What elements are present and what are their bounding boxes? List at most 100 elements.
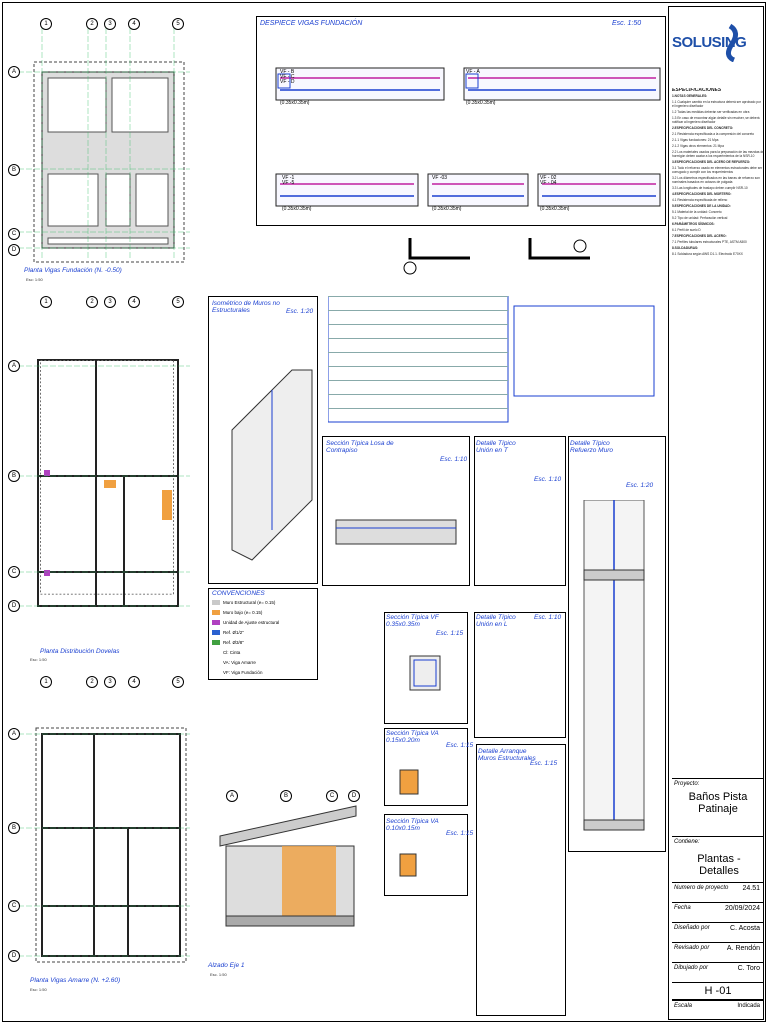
axis-bubble: D [8,244,20,256]
alzado-drawing [219,805,357,927]
axis-bubble: 2 [86,296,98,308]
isometric-drawing [231,369,313,561]
beam-section: (0.35x0.35m) [466,100,496,106]
project-block: Proyecto: Baños Pista Patinaje [672,778,764,836]
axis-bubble: B [8,164,20,176]
axis-bubble: A [8,66,20,78]
convention-swatch [212,620,220,626]
union-l-scale: Esc. 1:10 [534,614,562,621]
convention-swatch [212,600,220,606]
spec-line: 1.3 En caso de encontrar algún detalle s… [672,116,760,124]
axis-bubble: C [8,228,20,240]
convention-text: Ref. Ø1/2" [223,630,244,635]
convention-swatch [212,650,220,655]
spec-line: 4.1 Resistencia especificada de relleno [672,198,728,202]
losa-drawing [335,519,457,545]
axis-bubble: 5 [172,18,184,30]
isometric-panel [208,296,318,584]
spec-line: 6.1 Perfil de suelo D [672,228,701,232]
spec-line: 2.1 Resistencia especificada a la compre… [672,132,755,136]
spec-line: 8.1 Soldadura según AWS D1.1. Electrodo … [672,252,743,256]
axis-bubble: C [8,566,20,578]
axis-bubble: 3 [104,676,116,688]
convention-item: Cl: Cinta [212,650,240,655]
company-logo: SOLUSING [672,22,762,63]
title-block-border [668,6,764,1020]
title-block-label: Revisado por [674,945,710,951]
despiece-scale: Esc. 1:50 [612,20,642,27]
title-block-value: C. Toro [737,965,760,972]
title-block-row: Revisado por A. Rendón [672,942,764,962]
axis-bubble: 5 [172,296,184,308]
spec-line: 5.ESPECIFICACIONES DE LA UNIDAD: [672,204,731,208]
axis-bubble: D [8,950,20,962]
beam-vf-1-5 [275,173,419,207]
table-row-line [328,296,508,297]
despiece-drawings [275,67,661,207]
axis-bubble: D [348,790,360,802]
beam-section: (0.35x0.35m) [432,206,462,212]
spec-line: 3.1 Todo el refuerzo usado en elementos … [672,166,763,174]
spec-line: 3.ESPECIFICACIONES DEL ACERO DE REFUERZO… [672,160,751,164]
vf-section-drawing [409,655,441,691]
convention-item: Muro Estructural (e= 0.15) [212,600,275,606]
convention-text: Unidad de Ajuste estructural [223,620,280,625]
convention-text: Ref. Ø3/8" [223,640,244,645]
axis-bubble: 1 [40,676,52,688]
beam-vf-03 [427,173,529,207]
refuerzo-title: Detalle Típico Refuerzo Muro [570,440,613,454]
losa-scale: Esc. 1:10 [440,456,468,463]
spec-line: 5.1 Material de la unidad: Concreto [672,210,722,214]
union-l-title: Detalle Típico Unión en L [476,614,516,628]
spec-line: 7.ESPECIFICACIONES DEL ACERO: [672,234,727,238]
alzado-title: Alzado Eje 1 [208,962,245,969]
plan-dovelas-scale: Esc: 1:50 [30,657,47,662]
scale-value: Indicada [737,1003,760,1009]
project-name: Baños Pista Patinaje [688,791,748,815]
title-block-value: A. Rendón [726,945,760,952]
spec-line: 7.1 Perfiles tubulares estructurales PTE… [672,240,747,244]
plan-amarre-drawing [18,727,190,963]
plan-dovelas-drawing [18,359,190,607]
beam-label: VF - B VF - C VF - D [280,69,295,85]
beam-section: (0.35x0.35m) [280,100,310,106]
beam-section: (0.35x0.35m) [540,206,570,212]
union-t-scale: Esc. 1:10 [534,476,562,483]
spec-line: 2.ESPECIFICACIONES DEL CONCRETO: [672,126,734,130]
spec-line: 6.PARÁMETROS SÍSMICOS: [672,222,715,226]
va10-title: Sección Típica VA 0.10x0.15m [386,818,439,832]
spec-line: 4.ESPECIFICACIONES DEL MORTERO: [672,192,732,196]
content-value: Plantas - Detalles [697,853,741,877]
convention-swatch [212,640,220,646]
alzado-scale: Esc. 1:50 [210,972,227,977]
isometric-title: Isométrico de Muros no Estructurales [212,300,280,314]
title-block-label: Diseñado por [674,925,710,931]
plan-dovelas-title: Planta Distribución Dovelas [40,648,120,655]
axis-bubble: B [8,822,20,834]
beam-label: VF - A [466,69,480,75]
refuerzo-scale: Esc. 1:20 [626,482,654,489]
table-row-line [328,352,508,353]
title-block-label: Numero de proyecto [674,885,729,891]
vf-section-panel [384,612,468,724]
spec-line: 1.NOTAS GENERALES: [672,94,708,98]
axis-bubble: 3 [104,296,116,308]
convention-item: VA: Viga Amarre [212,660,256,665]
va10-scale: Esc. 1:15 [446,830,474,837]
spec-line: 5.2 Tipo de unidad: Perforación vertical [672,216,728,220]
va15-panel [384,728,468,806]
table-row-line [328,408,508,409]
convention-text: Cl: Cinta [223,650,241,655]
rebar-tables [328,296,655,423]
title-block-value: 24.51 [742,885,760,892]
axis-bubble: A [8,360,20,372]
axis-bubble: 4 [128,296,140,308]
sheet-block: H -01 [672,982,764,1000]
va15-scale: Esc. 1:15 [446,742,474,749]
vf-section-title: Sección Típica VF 0.35x0.35m [386,614,439,628]
beam-label: VF -03 [432,175,448,181]
specs-list: 1.NOTAS GENERALES:1.1 Cualquier cambio e… [672,94,764,256]
axis-bubble: C [326,790,338,802]
